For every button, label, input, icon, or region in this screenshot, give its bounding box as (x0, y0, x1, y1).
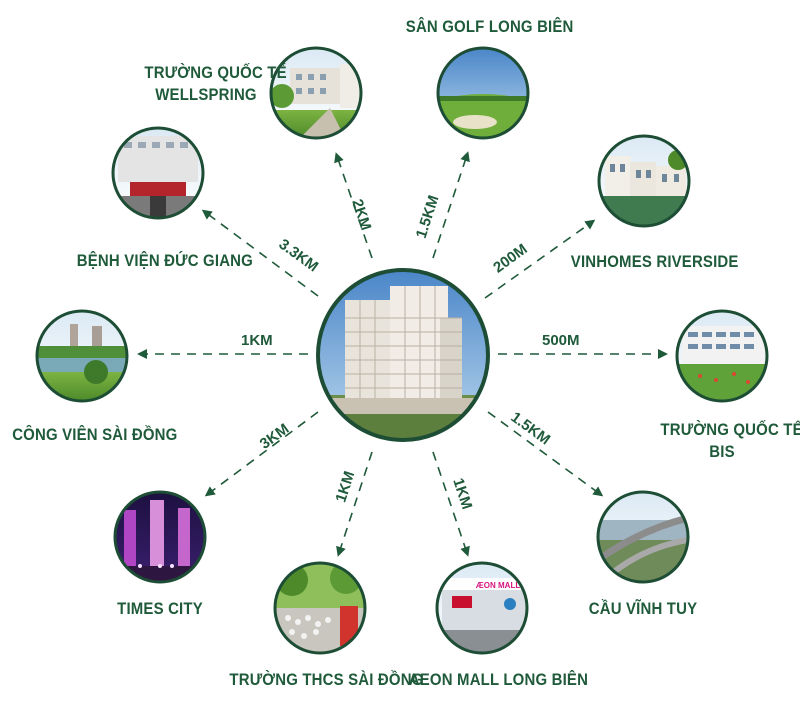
football-field-photo (675, 309, 769, 403)
label-wellspring-line-1: TRƯỜNG QUỐC TẾ (144, 63, 287, 82)
label-hospital: BỆNH VIỆN ĐỨC GIANG (76, 250, 253, 272)
school-building-photo (269, 46, 363, 140)
connector-vinhomes (484, 219, 596, 299)
label-vinhtuy: CẦU VĨNH TUY (581, 598, 704, 620)
connector-vinhtuy (487, 411, 604, 497)
label-wellspring: TRƯỜNG QUỐC TẾ WELLSPRING (144, 62, 287, 106)
label-thcs: TRƯỜNG THCS SÀI ĐỒNG (229, 669, 424, 691)
label-park-line-1: CÔNG VIÊN SÀI ĐỒNG (12, 425, 178, 444)
distance-park: 1KM (241, 332, 273, 349)
connector-timescity (204, 411, 319, 497)
label-vinhomes-line-1: VINHOMES RIVERSIDE (570, 252, 739, 271)
park-photo (35, 309, 129, 403)
hospital-photo (111, 126, 205, 220)
connector-thcs (336, 451, 373, 557)
mall-photo: ÆON MALL (435, 561, 529, 655)
label-aeon-line-1: AEON MALL LONG BIÊN (408, 670, 589, 689)
golf-course-photo (436, 46, 530, 140)
connector-golf (432, 151, 470, 259)
label-wellspring-line-2: WELLSPRING (155, 85, 257, 104)
label-timescity-line-1: TIMES CITY (117, 599, 203, 618)
label-park: CÔNG VIÊN SÀI ĐỒNG (12, 424, 178, 446)
label-vinhtuy-line-1: CẦU VĨNH TUY (588, 599, 698, 618)
school-crowd-photo (273, 561, 367, 655)
connector-aeon (432, 451, 470, 557)
label-golf-line-1: SÂN GOLF LONG BIÊN (405, 17, 574, 36)
connector-hospital (201, 209, 319, 297)
label-bis: TRƯỜNG QUỐC TẾ BIS (660, 419, 800, 463)
label-aeon: AEON MALL LONG BIÊN (408, 669, 589, 691)
aeon-sign-text: ÆON MALL (476, 581, 521, 590)
villas-photo (597, 134, 691, 228)
label-bis-line-2: BIS (709, 442, 735, 461)
label-vinhomes: VINHOMES RIVERSIDE (570, 251, 739, 273)
distance-bis: 500M (542, 332, 580, 349)
label-thcs-line-1: TRƯỜNG THCS SÀI ĐỒNG (229, 670, 424, 689)
label-timescity: TIMES CITY (107, 598, 213, 620)
bridge-photo (596, 490, 690, 584)
label-golf: SÂN GOLF LONG BIÊN (405, 16, 574, 38)
center-building-photo (316, 268, 490, 442)
label-bis-line-1: TRƯỜNG QUỐC TẾ (660, 420, 800, 439)
night-city-photo (113, 490, 207, 584)
label-hospital-line-1: BỆNH VIỆN ĐỨC GIANG (76, 251, 253, 270)
connector-lines (137, 151, 668, 557)
connector-wellspring (334, 152, 373, 259)
